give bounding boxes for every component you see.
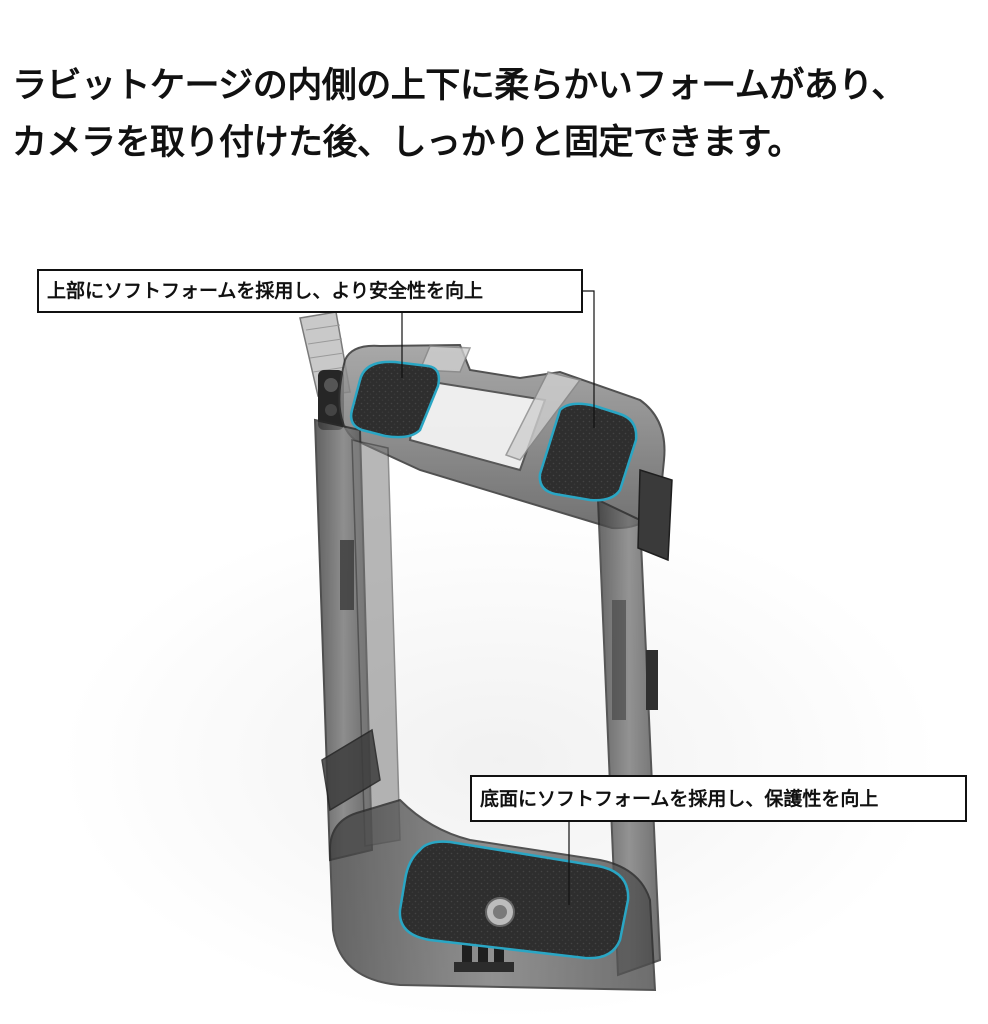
headline-line-1: ラビットケージの内側の上下に柔らかいフォームがあり、 [12,66,906,106]
top-foam-pad-right [538,402,638,502]
callout-leader-lines [401,290,595,905]
headline-line-2: カメラを取り付けた後、しっかりと固定できます。 [12,123,803,163]
bottom-foam-callout: 底面にソフトフォームを採用し、保護性を向上 [470,775,967,822]
headline: ラビットケージの内側の上下に柔らかいフォームがあり、 カメラを取り付けた後、しっ… [12,58,982,172]
bottom-foam-pad [398,840,630,960]
side-strap [299,311,351,430]
top-foam-callout: 上部にソフトフォームを採用し、より安全性を向上 [37,269,583,313]
cage-left-rail [313,418,401,862]
top-foam-pad-left [349,360,441,439]
floor-shadow [60,500,940,1020]
cage-right-rail [596,468,673,977]
